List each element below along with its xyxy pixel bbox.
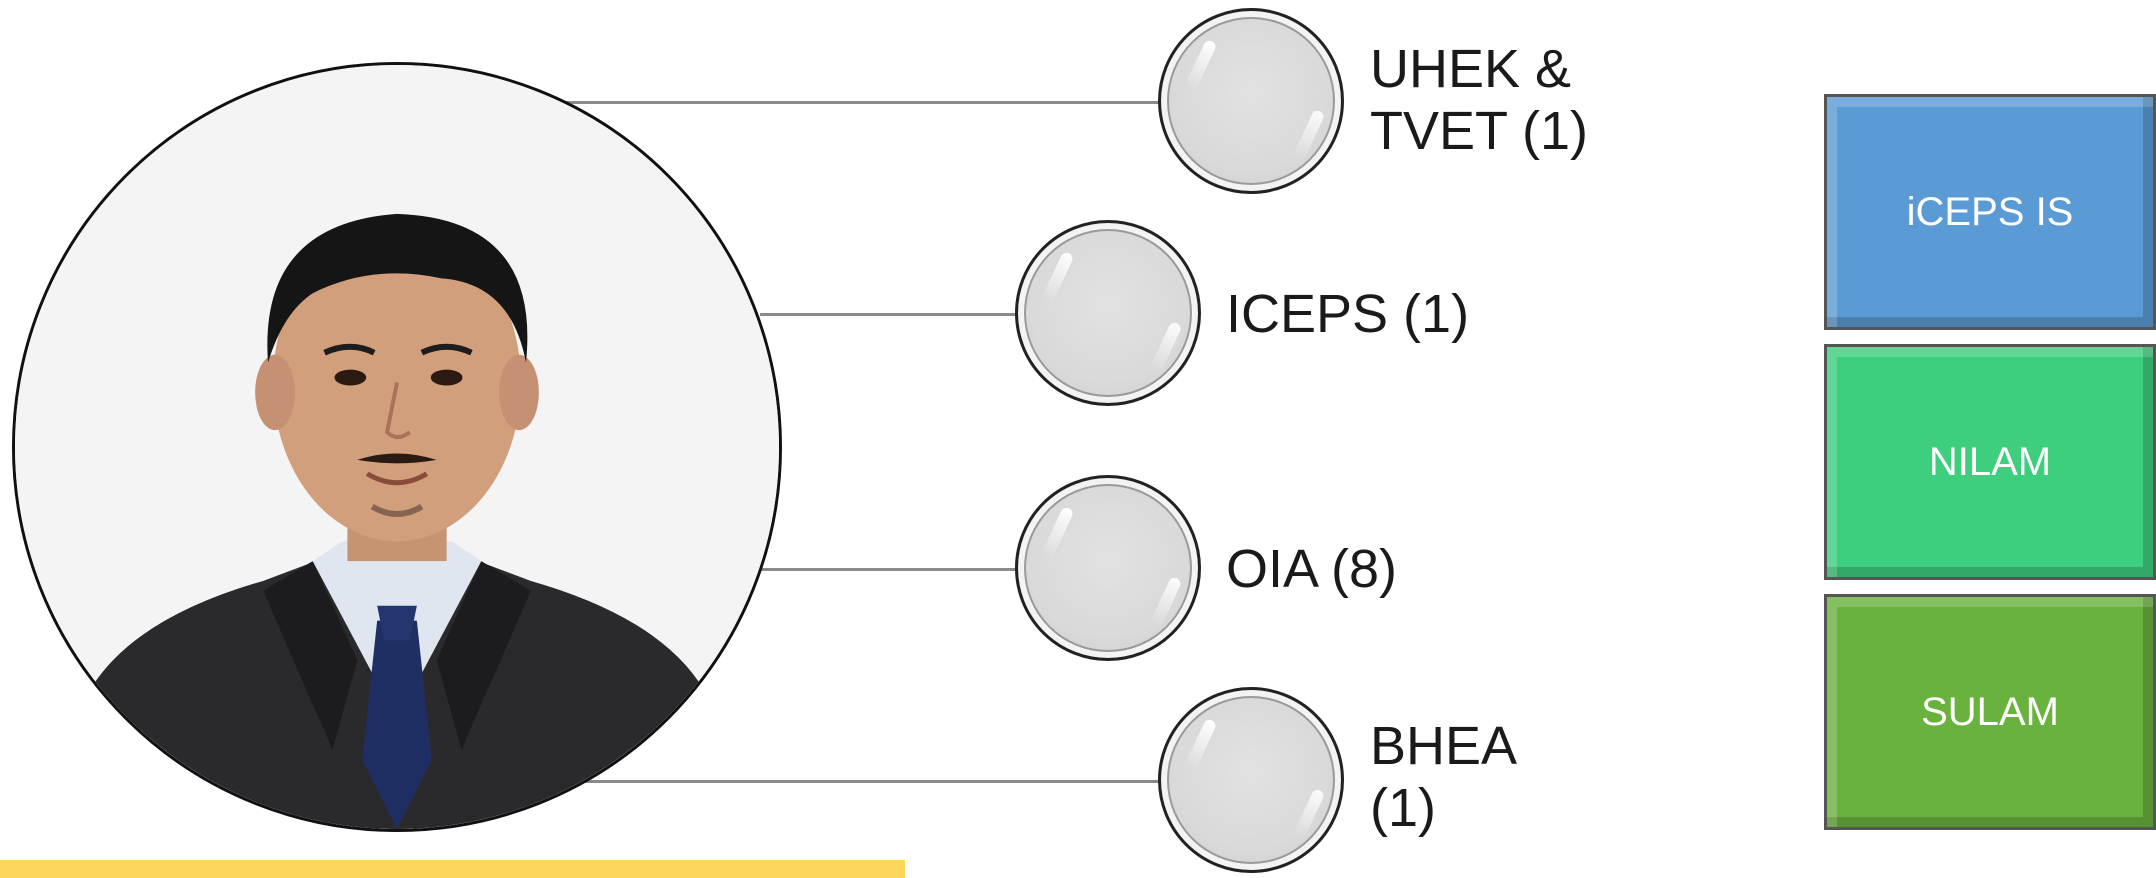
glint-icon	[1149, 320, 1183, 374]
box-label-sulam: SULAM	[1921, 689, 2059, 734]
node-circle-oia	[1015, 475, 1201, 661]
connector-line-2	[760, 313, 1020, 316]
connector-line-1	[560, 101, 1160, 104]
glint-icon	[1292, 787, 1326, 841]
glint-icon	[1149, 575, 1183, 629]
node-label-bhea: BHEA (1)	[1370, 716, 1518, 838]
node-circle-bhea	[1158, 687, 1344, 873]
box-iceps-is: iCEPS IS	[1824, 94, 2156, 330]
accent-bar	[0, 860, 905, 878]
box-label-iceps-is: iCEPS IS	[1906, 189, 2074, 234]
box-label-nilam: NILAM	[1928, 439, 2052, 484]
box-nilam: NILAM	[1824, 344, 2156, 580]
node-label-uhek-tvet: UHEK & TVET (1)	[1370, 39, 1589, 161]
node-circle-uhek-tvet	[1158, 8, 1344, 194]
glint-icon	[1041, 250, 1075, 304]
connector-line-3	[760, 568, 1020, 571]
box-sulam: SULAM	[1824, 594, 2156, 830]
glint-icon	[1184, 38, 1218, 92]
node-label-oia: OIA (8)	[1226, 539, 1398, 599]
glint-icon	[1184, 717, 1218, 771]
connector-line-4	[560, 780, 1160, 783]
glint-icon	[1292, 108, 1326, 162]
profile-photo	[12, 62, 782, 832]
glint-icon	[1041, 505, 1075, 559]
node-circle-iceps	[1015, 220, 1201, 406]
node-label-iceps: ICEPS (1)	[1226, 284, 1470, 344]
